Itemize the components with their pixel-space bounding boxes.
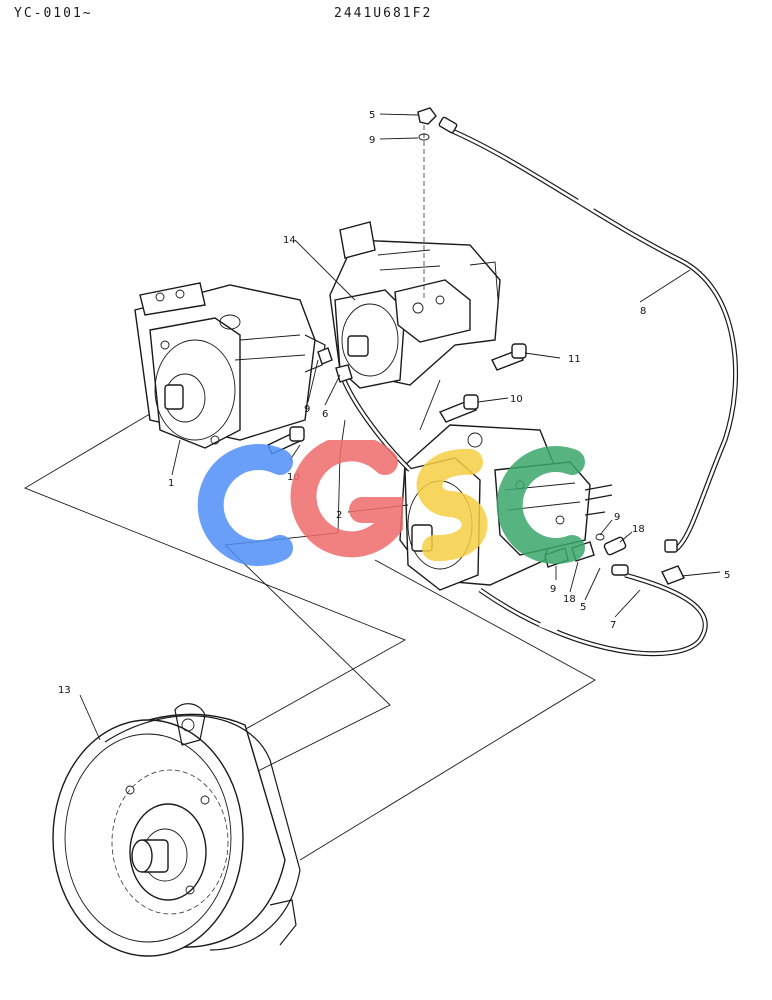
callout-9-top: 9 <box>369 135 375 146</box>
watermark-letter-c1 <box>197 444 293 566</box>
callout-14: 14 <box>283 235 296 246</box>
callout-5-top: 5 <box>369 110 375 121</box>
callout-7: 7 <box>610 620 616 631</box>
callout-8: 8 <box>640 306 646 317</box>
callout-18-bottom: 18 <box>563 594 576 605</box>
callout-10-upper: 10 <box>510 394 523 405</box>
callout-numbers: 5 9 14 8 11 10 9 6 10 1 2 9 18 5 9 18 5 … <box>58 110 730 696</box>
bolt-part-10-upper <box>438 394 479 423</box>
callout-11: 11 <box>568 354 581 365</box>
callout-5-right: 5 <box>724 570 730 581</box>
callout-6: 6 <box>322 409 328 420</box>
serial-range-label: YC-0101~ <box>14 6 93 21</box>
callout-18-right: 18 <box>632 524 645 535</box>
callout-1: 1 <box>168 478 174 489</box>
callout-9-left: 9 <box>304 404 310 415</box>
callout-9-bottom: 9 <box>550 584 556 595</box>
callout-13: 13 <box>58 685 71 696</box>
watermark-letter-c2 <box>496 446 585 564</box>
drawing-number-label: 2441U681F2 <box>334 6 433 21</box>
watermark-letter-g <box>290 440 403 558</box>
callout-5-bottom: 5 <box>580 602 586 613</box>
callout-2: 2 <box>336 510 342 521</box>
watermark-logo <box>197 440 585 566</box>
watermark-letter-s <box>416 449 488 561</box>
hydraulic-pump-part-14 <box>329 221 501 389</box>
hydraulic-pump-part-1 <box>134 282 326 449</box>
callout-9-right: 9 <box>614 512 620 523</box>
drive-housing-part-13 <box>52 703 301 957</box>
bolt-part-11 <box>491 343 527 371</box>
